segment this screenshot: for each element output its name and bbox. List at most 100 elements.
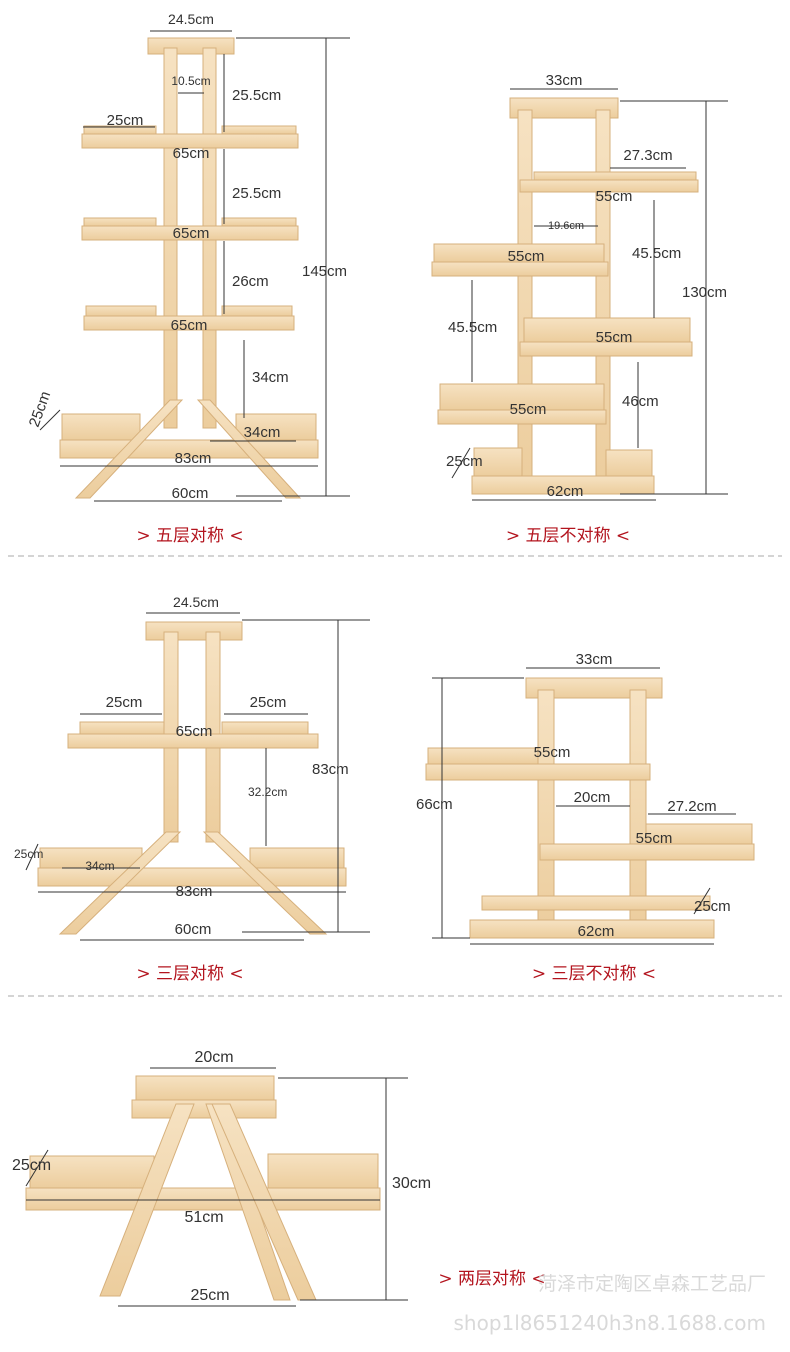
p2-h-right: 45.5cm	[632, 245, 681, 262]
p2-s3: 55cm	[596, 329, 633, 346]
right-leg	[202, 831, 328, 935]
panel-3-dimension-lines	[25, 612, 370, 941]
slats-1l	[79, 721, 165, 735]
p3-span: 65cm	[176, 723, 213, 740]
p4-inner: 20cm	[574, 789, 611, 806]
p1-h2: 25.5cm	[232, 185, 281, 202]
p1-caption: > 五层对称 <	[136, 526, 243, 546]
p2-s1: 55cm	[596, 188, 633, 205]
p2-depth: 25cm	[446, 453, 483, 470]
low-bar	[481, 895, 711, 911]
p4-side: 27.2cm	[667, 798, 716, 815]
p3-top-width: 24.5cm	[173, 594, 219, 610]
slats-2r	[249, 847, 345, 869]
top-slats	[135, 1075, 275, 1101]
p3-shelf-w: 34cm	[85, 859, 114, 873]
p3-base: 83cm	[176, 883, 213, 900]
p5-top-width: 20cm	[194, 1049, 233, 1066]
p5-span: 51cm	[184, 1209, 223, 1226]
p1-span3: 65cm	[171, 317, 208, 334]
panel-5-labels: 20cm 25cm 30cm 51cm 25cm > 两层对称 <	[12, 1049, 546, 1304]
panel-4-labels: 33cm 55cm 66cm 20cm 27.2cm 55cm 25cm 62c…	[416, 651, 731, 984]
right-leg	[196, 399, 302, 499]
top-board	[131, 1099, 277, 1119]
p2-side-shelf: 27.3cm	[623, 147, 672, 164]
p4-s1: 55cm	[534, 744, 571, 761]
shelf-1	[81, 133, 299, 149]
shelf-1	[67, 733, 319, 749]
slats-2	[645, 823, 753, 845]
shelf-1	[425, 763, 651, 781]
panel-five-tier-asymmetric	[431, 97, 699, 495]
p4-s2: 55cm	[636, 830, 673, 847]
p2-h-left: 45.5cm	[448, 319, 497, 336]
p1-base: 83cm	[175, 450, 212, 467]
p1-shelf-w2: 34cm	[244, 424, 281, 441]
slats-1l	[83, 125, 157, 135]
base-shelf	[469, 919, 715, 939]
panel-1-dimension-lines	[39, 30, 350, 502]
slats-1r	[221, 721, 309, 735]
shelf-3	[83, 315, 295, 331]
p3-h: 32.2cm	[248, 785, 287, 799]
right-post	[595, 109, 611, 491]
slats-4l	[61, 413, 141, 441]
p4-top-width: 33cm	[576, 651, 613, 668]
slats-1r	[221, 125, 297, 135]
watermark-url: shop1l8651240h3n8.1688.com	[453, 1311, 766, 1335]
p5-height: 30cm	[392, 1175, 431, 1192]
slats-5l	[473, 447, 523, 477]
p3-caption: > 三层对称 <	[136, 964, 243, 984]
left-leg	[58, 831, 182, 935]
p1-span2: 65cm	[173, 225, 210, 242]
slats-5r	[605, 449, 653, 477]
p3-height: 83cm	[312, 761, 349, 778]
p1-h1: 25.5cm	[232, 87, 281, 104]
panel-2-labels: 33cm 27.3cm 55cm 19.6cm 55cm 45.5cm 130c…	[446, 72, 727, 546]
p3-depth: 25cm	[14, 847, 43, 861]
slats-2	[433, 243, 605, 263]
p3-left-w: 25cm	[106, 694, 143, 711]
p1-h4: 34cm	[252, 369, 289, 386]
p1-shelf-w: 25cm	[107, 112, 144, 129]
p2-height: 130cm	[682, 284, 727, 301]
p4-height: 66cm	[416, 796, 453, 813]
panel-2-dimension-lines	[451, 88, 728, 501]
panel-five-tier-symmetric	[59, 37, 319, 499]
panel-three-tier-symmetric	[37, 621, 347, 935]
p2-top-width: 33cm	[546, 72, 583, 89]
watermark-company: 菏泽市定陶区卓森工艺品厂	[538, 1273, 766, 1295]
top-board	[509, 97, 619, 119]
p1-feet: 60cm	[172, 485, 209, 502]
base-shelf	[471, 475, 655, 495]
p2-s4: 55cm	[510, 401, 547, 418]
top-board	[525, 677, 663, 699]
panel-two-tier-symmetric	[25, 1075, 381, 1301]
top-board	[147, 37, 235, 55]
p2-inner: 19.6cm	[548, 220, 584, 232]
slats-3r	[221, 305, 293, 317]
p5-depth: 25cm	[12, 1157, 51, 1174]
slats-right	[267, 1153, 379, 1189]
left-post	[517, 109, 533, 491]
p2-s2: 55cm	[508, 248, 545, 265]
p3-feet: 60cm	[175, 921, 212, 938]
p4-base: 62cm	[578, 923, 615, 940]
p1-span1: 65cm	[173, 145, 210, 162]
p1-gap: 10.5cm	[171, 74, 210, 88]
slats-3	[523, 317, 691, 343]
slats-left	[29, 1155, 155, 1189]
slats-4r	[235, 413, 317, 441]
p5-caption: > 两层对称 <	[438, 1269, 545, 1289]
p2-base: 62cm	[547, 483, 584, 500]
panel-3-labels: 24.5cm 25cm 25cm 65cm 32.2cm 83cm 25cm 3…	[14, 594, 349, 984]
p1-depth: 25cm	[26, 389, 55, 429]
slats-4	[439, 383, 605, 411]
left-leg	[74, 399, 184, 499]
p2-caption: > 五层不对称 <	[506, 526, 630, 546]
panel-three-tier-asymmetric	[425, 677, 755, 939]
p1-height: 145cm	[302, 263, 347, 280]
panel-4-dimension-lines	[432, 667, 736, 945]
